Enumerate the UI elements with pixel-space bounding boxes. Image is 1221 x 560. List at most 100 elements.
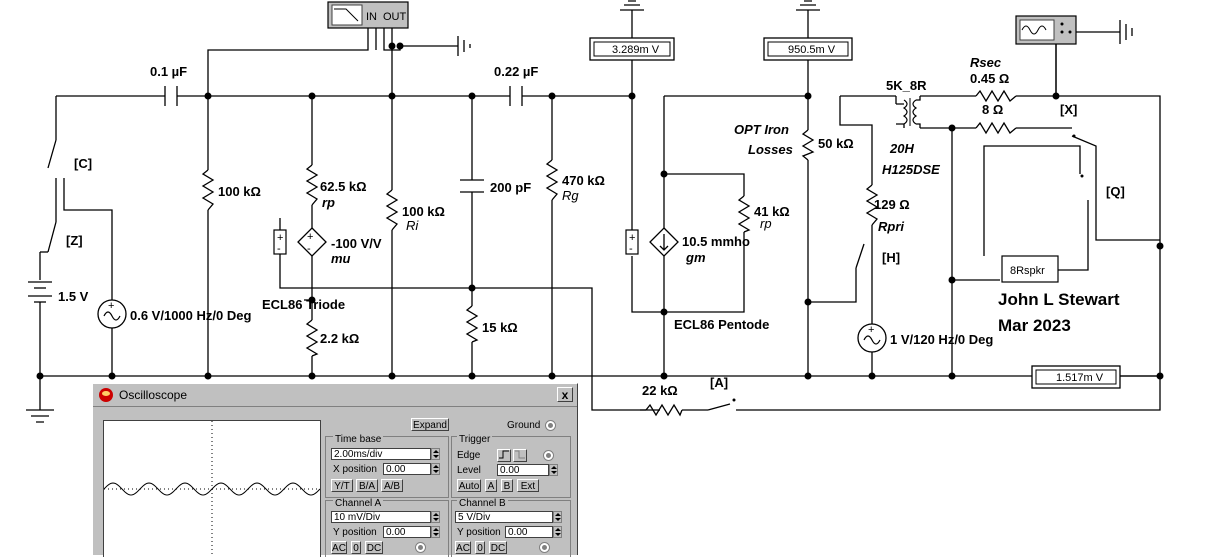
r2k2-label: 2.2 kΩ (320, 331, 359, 346)
channel-b-ac-button[interactable]: AC (455, 541, 471, 554)
transformer-label: 5K_8R (886, 78, 927, 93)
switch-z-label: [Z] (66, 233, 83, 248)
switch-contacts[interactable] (707, 134, 1084, 411)
capacitor-c3[interactable] (460, 179, 484, 193)
svg-text:-: - (307, 243, 311, 255)
channel-b-zero-button[interactable]: 0 (475, 541, 485, 554)
rp-value-label: 62.5 kΩ (320, 179, 367, 194)
rsec-name-label: Rsec (970, 55, 1002, 70)
trigger-a-button[interactable]: A (485, 479, 497, 492)
trigger-b-button[interactable]: B (501, 479, 513, 492)
gm-value-label: 10.5 mmho (682, 234, 750, 249)
channel-b-ypos-input[interactable]: 0.00 (505, 526, 553, 538)
edge-falling-button[interactable] (513, 449, 527, 462)
trigger-ext-button[interactable]: Ext (517, 479, 539, 492)
falling-edge-icon (515, 450, 525, 459)
date-label: Mar 2023 (998, 316, 1071, 335)
channel-a-dc-button[interactable]: DC (365, 541, 383, 554)
r8ohm-label: 8 Ω (982, 102, 1003, 117)
xposition-spinner[interactable] (431, 463, 440, 475)
svg-text:+: + (307, 231, 313, 243)
speaker[interactable]: 8Rspkr (1001, 255, 1059, 283)
trigger-group (451, 436, 571, 498)
rg-value-label: 470 kΩ (562, 173, 605, 188)
r50k-label: 50 kΩ (818, 136, 854, 151)
opt-model-line2: H125DSE (882, 162, 940, 177)
ac-source-1[interactable]: + (97, 299, 127, 329)
level-spinner[interactable] (549, 464, 558, 476)
svg-text:+: + (629, 232, 635, 244)
mode-ab-button[interactable]: A/B (381, 479, 403, 492)
switch-c-label: [C] (74, 156, 92, 171)
voltmeter-2[interactable]: 950.5m V (763, 37, 853, 61)
bode-in-label: IN (366, 11, 377, 23)
channel-b-scale-input[interactable]: 5 V/Div (455, 511, 553, 523)
timebase-label: Time base (333, 434, 384, 445)
level-input[interactable]: 0.00 (497, 464, 549, 476)
svg-text:+: + (868, 324, 874, 336)
oscilloscope-titlebar[interactable]: Oscilloscope (93, 384, 577, 407)
bode-out-label: OUT (383, 11, 407, 23)
channel-b-ypos-spinner[interactable] (553, 526, 562, 538)
channel-a-scale-spinner[interactable] (431, 511, 440, 523)
edge-rising-button[interactable] (497, 449, 511, 462)
triode-label: ECL86 Triode (262, 297, 345, 312)
trigger-terminal[interactable] (543, 450, 554, 461)
timebase-group (325, 436, 449, 498)
mode-yt-button[interactable]: Y/T (331, 479, 353, 492)
svg-text:+: + (277, 232, 283, 244)
rg-name-label: Rg (562, 188, 579, 203)
bode-plotter[interactable]: IN OUT (327, 1, 409, 29)
ac-source-2[interactable]: + (857, 323, 887, 353)
xposition-input[interactable]: 0.00 (383, 463, 431, 475)
channel-a-zero-button[interactable]: 0 (351, 541, 361, 554)
voltmeter-3-reading: 1.517m V (1056, 372, 1104, 384)
trigger-label: Trigger (457, 434, 493, 445)
timebase-spinner[interactable] (431, 448, 440, 460)
channel-a-scale-input[interactable]: 10 mV/Div (331, 511, 431, 523)
transformer-5k8r[interactable] (896, 96, 921, 128)
ground-symbols (26, 0, 1133, 423)
close-button[interactable]: x (557, 387, 573, 402)
pentode-vccs[interactable]: +- (625, 227, 679, 257)
mu-name-label: mu (331, 251, 351, 266)
channel-a-ypos-label: Y position (333, 527, 377, 538)
channel-a-ypos-input[interactable]: 0.00 (383, 526, 431, 538)
author-label: John L Stewart (998, 290, 1120, 309)
ground-terminal[interactable] (545, 420, 556, 431)
oscilloscope-app-icon (99, 388, 113, 402)
channel-a-ypos-spinner[interactable] (431, 526, 440, 538)
c2-label: 0.22 µF (494, 64, 538, 79)
voltmeter-2-reading: 950.5m V (788, 44, 836, 56)
channel-b-group (451, 500, 571, 557)
oscilloscope-title: Oscilloscope (119, 388, 188, 402)
switch-a-label: [A] (710, 375, 728, 390)
capacitor-c2[interactable] (509, 86, 523, 106)
source2-label: 1 V/120 Hz/0 Deg (890, 332, 993, 347)
trigger-auto-button[interactable]: Auto (457, 479, 481, 492)
battery-label: 1.5 V (58, 289, 89, 304)
c3-label: 200 pF (490, 180, 531, 195)
battery[interactable] (28, 281, 52, 312)
channel-a-group (325, 500, 449, 557)
channel-a-terminal[interactable] (415, 542, 426, 553)
voltmeter-3[interactable]: 1.517m V (1031, 365, 1121, 389)
wires (39, 10, 1161, 411)
rpri-value-label: 129 Ω (874, 197, 910, 212)
mode-ba-button[interactable]: B/A (356, 479, 378, 492)
gm-name-label: gm (685, 250, 706, 265)
expand-button[interactable]: Expand (411, 418, 449, 431)
capacitor-c1[interactable] (164, 86, 178, 106)
channel-b-label: Channel B (457, 498, 508, 509)
triode-vcvs[interactable]: +- +- (273, 227, 327, 257)
channel-b-dc-button[interactable]: DC (489, 541, 507, 554)
channel-b-scale-spinner[interactable] (553, 511, 562, 523)
opt-model-line1: 20H (889, 141, 914, 156)
channel-a-ac-button[interactable]: AC (331, 541, 347, 554)
voltmeter-1[interactable]: 3.289m V (589, 37, 675, 61)
resistors[interactable] (201, 89, 1017, 417)
timebase-input[interactable]: 2.00ms/div (331, 448, 431, 460)
channel-b-terminal[interactable] (539, 542, 550, 553)
oscilloscope-instrument[interactable] (1015, 15, 1077, 45)
